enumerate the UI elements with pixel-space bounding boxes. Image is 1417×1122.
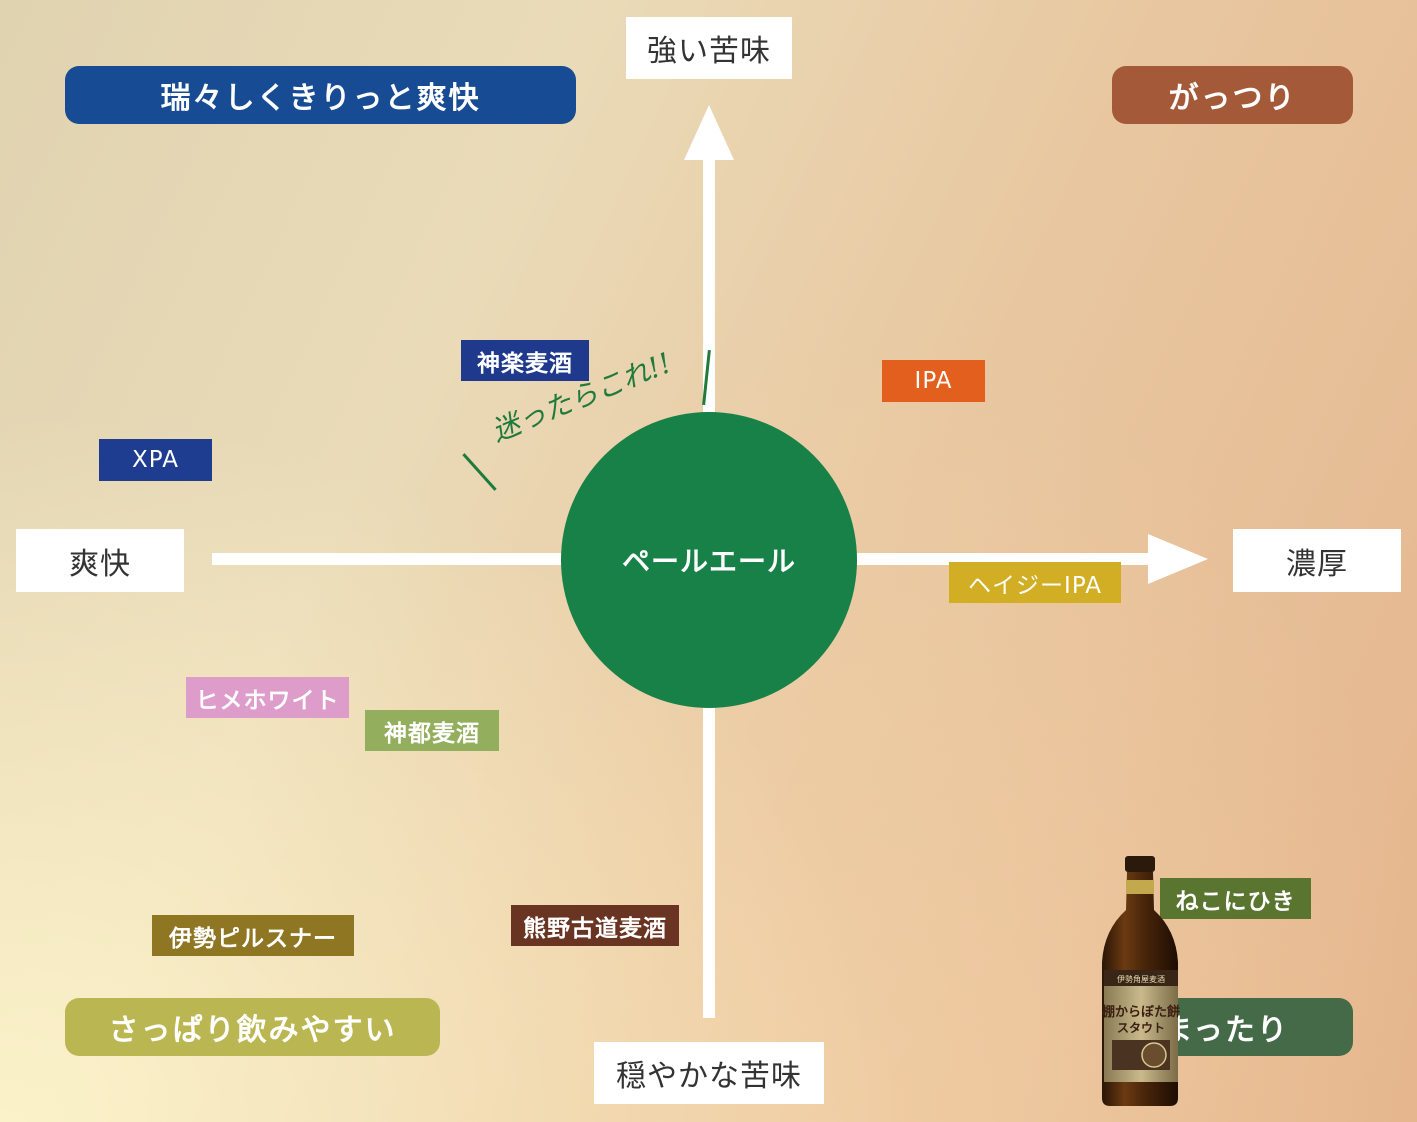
axis-label-right: 濃厚 [1233, 529, 1401, 592]
axis-label-left: 爽快 [16, 529, 184, 592]
product-kagura: 神楽麦酒 [461, 340, 589, 381]
center-circle: ペールエール [561, 412, 857, 708]
horizontal-axis-left [212, 553, 561, 565]
right-arrowhead [1148, 534, 1208, 584]
bottle-name-line2: スタウト [1117, 1021, 1165, 1035]
quadrant-bottom-left: さっぱり飲みやすい [65, 998, 440, 1056]
quadrant-top-right: がっつり [1112, 66, 1353, 124]
bottle-seal [1141, 1042, 1167, 1068]
axis-label-bottom: 穏やかな苦味 [594, 1042, 824, 1104]
note-stroke-left [462, 453, 497, 491]
up-arrowhead [684, 105, 734, 160]
vertical-axis-upper [703, 158, 715, 412]
product-xpa: XPA [99, 439, 212, 481]
bottle-label-band [1104, 970, 1178, 986]
bottle-neck-label [1126, 880, 1154, 894]
vertical-axis-lower [703, 708, 715, 1018]
product-neko-nihiki: ねこにひき [1160, 878, 1311, 919]
product-hazy-ipa: ヘイジーIPA [949, 562, 1121, 603]
axis-label-top: 強い苦味 [626, 17, 792, 79]
quadrant-top-left: 瑞々しくきりっと爽快 [65, 66, 576, 124]
product-shinto: 神都麦酒 [365, 710, 499, 751]
product-ise-pilsner: 伊勢ピルスナー [152, 915, 354, 956]
stout-bottle: 伊勢角屋麦酒 棚からぼた餅 スタウト [1102, 856, 1180, 1106]
bottle-cap [1125, 856, 1155, 872]
product-kumano: 熊野古道麦酒 [511, 905, 679, 946]
product-hime-white: ヒメホワイト [186, 677, 349, 718]
bottle-brand: 伊勢角屋麦酒 [1117, 974, 1165, 984]
bottle-name-line1: 棚からぼた餅 [1102, 1004, 1180, 1020]
center-label: ペールエール [621, 545, 796, 578]
product-ipa: IPA [882, 360, 985, 402]
